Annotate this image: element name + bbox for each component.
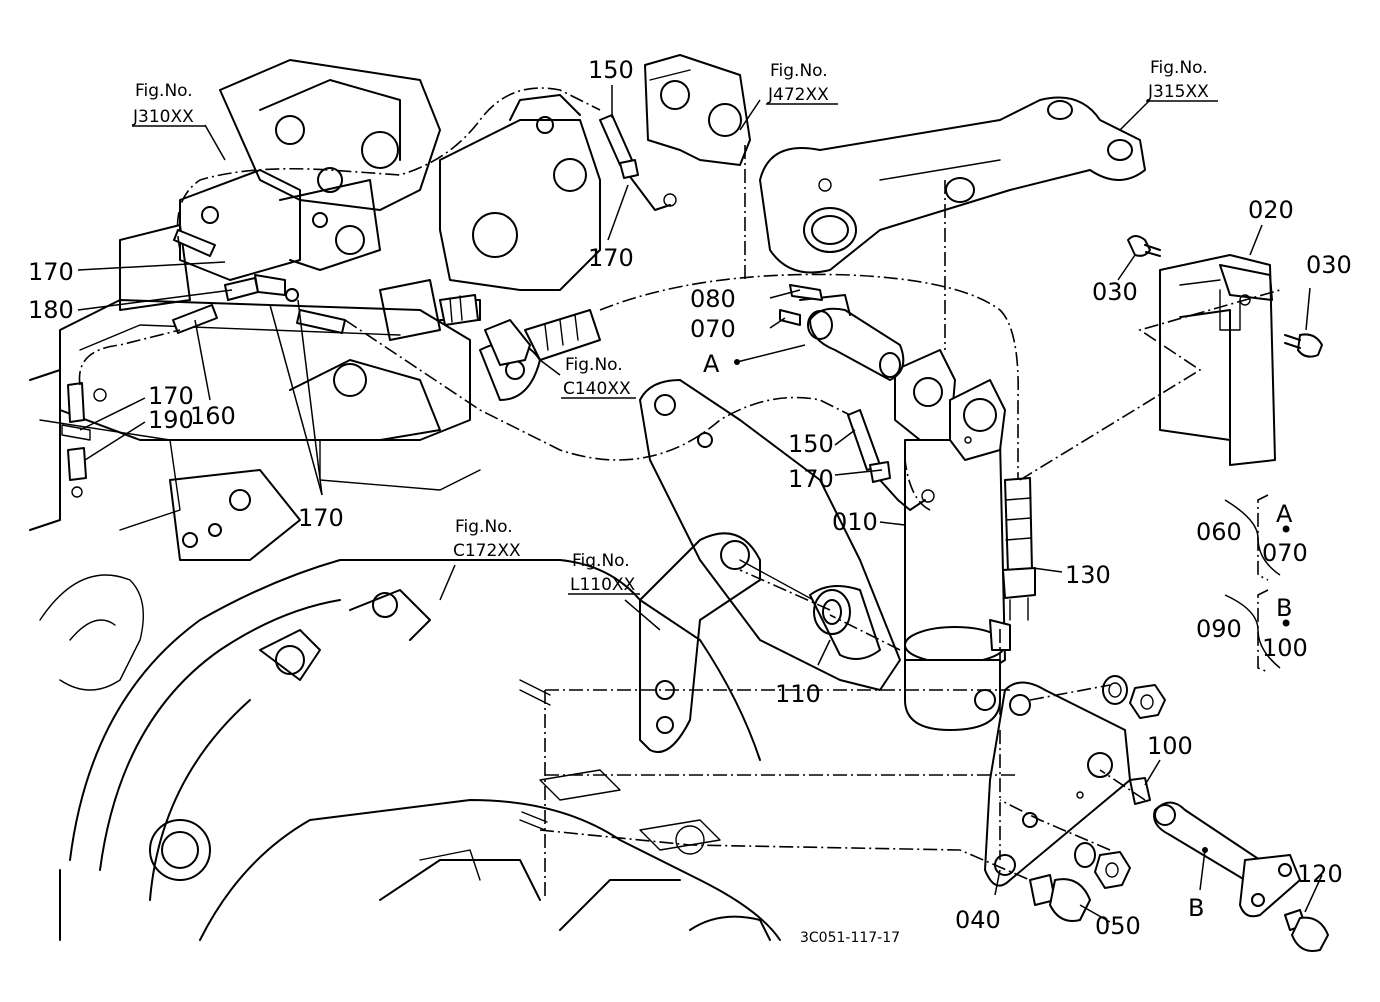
kit-group-090-dot: • <box>1279 610 1293 638</box>
part-label-130[interactable]: 130 <box>1065 561 1111 589</box>
part-label-b[interactable]: B <box>1188 894 1204 922</box>
fig-ref-c172-line1: Fig.No. <box>455 517 513 537</box>
part-label-050[interactable]: 050 <box>1095 912 1141 940</box>
bracket-040 <box>984 681 1131 887</box>
kit-group-090-bottom: 100 <box>1262 634 1308 662</box>
transmission-housing <box>39 559 781 941</box>
bolt-030-right <box>1284 333 1323 358</box>
kit-group-090[interactable]: 090 B • 100 <box>1196 589 1308 673</box>
fig-ref-j472[interactable]: Fig.No. J472XX <box>766 61 838 105</box>
hose-160 <box>172 229 346 334</box>
part-label-190[interactable]: 190 <box>148 406 194 434</box>
fig-ref-c140-line2: C140XX <box>563 379 631 399</box>
leader-lines <box>77 85 1323 923</box>
fig-ref-j310-line1: Fig.No. <box>135 81 193 101</box>
part-label-110[interactable]: 110 <box>775 680 821 708</box>
part-label-170-mid[interactable]: 170 <box>148 382 194 410</box>
fig-ref-c140-line1: Fig.No. <box>565 355 623 375</box>
part-label-170-left[interactable]: 170 <box>28 258 74 286</box>
part-labels: 150 170 020 030 030 170 180 080 070 A 17… <box>28 56 1352 940</box>
hose-150-lower <box>847 409 935 511</box>
hose-150-upper <box>599 114 677 211</box>
fig-ref-l110[interactable]: Fig.No. L110XX <box>568 551 640 595</box>
kit-group-060-top: A <box>1276 500 1293 528</box>
fig-ref-j472-line1: Fig.No. <box>770 61 828 81</box>
part-label-180[interactable]: 180 <box>28 296 74 324</box>
nut-washer-lower <box>1074 842 1131 889</box>
part-label-150-lower[interactable]: 150 <box>788 430 834 458</box>
fitting-180 <box>224 274 299 302</box>
nut-washer-upper <box>1102 675 1166 719</box>
fig-ref-c172-line2: C172XX <box>453 541 521 561</box>
fig-ref-c140[interactable]: Fig.No. C140XX <box>561 355 636 399</box>
part-label-080[interactable]: 080 <box>690 285 736 313</box>
pin-assembly-070 <box>779 284 905 381</box>
part-label-120[interactable]: 120 <box>1297 860 1343 888</box>
part-label-010[interactable]: 010 <box>832 508 878 536</box>
fig-ref-j315[interactable]: Fig.No. J315XX <box>1146 58 1218 102</box>
fig-ref-j310[interactable]: Fig.No. J310XX <box>132 81 205 127</box>
part-label-040[interactable]: 040 <box>955 906 1001 934</box>
kit-group-090-number: 090 <box>1196 615 1242 643</box>
kit-group-090-top: B <box>1276 594 1292 622</box>
bolt-120 <box>1284 909 1329 952</box>
fig-ref-j315-line1: Fig.No. <box>1150 58 1208 78</box>
part-label-170-lower[interactable]: 170 <box>788 465 834 493</box>
part-label-a[interactable]: A <box>703 350 720 378</box>
kit-group-060-bottom: 070 <box>1262 539 1308 567</box>
phantom-lines <box>78 87 1281 900</box>
fig-ref-j310-line2: J310XX <box>132 107 194 127</box>
part-label-170-bottom[interactable]: 170 <box>298 504 344 532</box>
adapter-c140 <box>439 294 601 366</box>
part-label-150-upper[interactable]: 150 <box>588 56 634 84</box>
bolt-030-left <box>1127 235 1161 257</box>
part-label-030-right[interactable]: 030 <box>1306 251 1352 279</box>
part-label-070[interactable]: 070 <box>690 315 736 343</box>
fitting-190 <box>61 382 91 498</box>
kit-group-060-number: 060 <box>1196 518 1242 546</box>
lift-arm-j315 <box>759 96 1146 274</box>
bracket-j472 <box>644 54 751 166</box>
kit-group-060[interactable]: 060 A • 070 <box>1196 494 1308 581</box>
part-label-020[interactable]: 020 <box>1248 196 1294 224</box>
drawing-code: 3C051-117-17 <box>800 930 900 946</box>
part-label-030-left[interactable]: 030 <box>1092 278 1138 306</box>
bolt-050 <box>1029 874 1091 922</box>
fig-ref-j472-line2: J472XX <box>767 85 829 105</box>
valve-block-left <box>29 59 481 561</box>
kit-group-060-dot: • <box>1279 516 1293 544</box>
cover-020 <box>1159 254 1276 466</box>
part-label-160[interactable]: 160 <box>190 402 236 430</box>
fig-ref-j315-line2: J315XX <box>1147 82 1209 102</box>
sensor-130 <box>1002 477 1036 621</box>
fig-ref-l110-line1: Fig.No. <box>572 551 630 571</box>
pin-100 <box>1129 777 1301 918</box>
cylinder-010 <box>894 349 1011 731</box>
fig-ref-c172[interactable]: Fig.No. C172XX <box>451 517 523 561</box>
part-label-100[interactable]: 100 <box>1147 732 1193 760</box>
fig-ref-l110-line2: L110XX <box>570 575 636 595</box>
part-label-170-upper[interactable]: 170 <box>588 244 634 272</box>
